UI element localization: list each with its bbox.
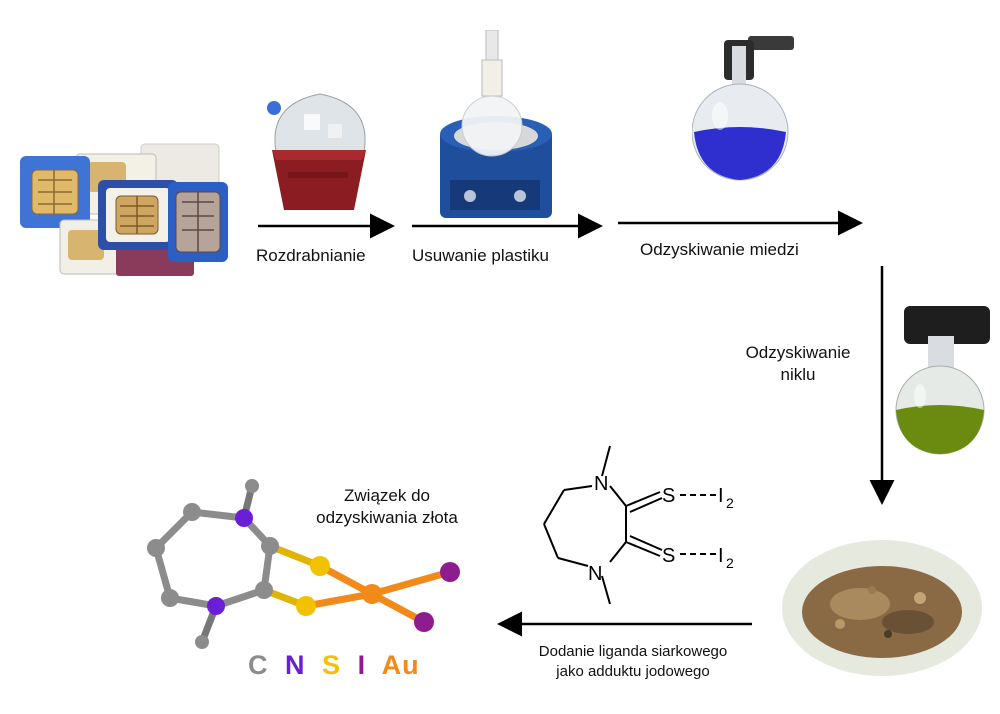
n-bottom-label: N [588,563,602,585]
sim-cards-photo [20,143,228,276]
compound-label: Związek do odzyskiwania złota [282,485,492,529]
step-label-ligand-line1: Dodanie liganda siarkowego [538,643,728,660]
i2-bottom-subscript: 2 [726,555,734,571]
legend-n: N [285,650,306,680]
n-top-label: N [594,473,608,495]
step-label-rozdrabnianie: Rozdrabnianie [256,246,366,265]
s-top-label: S [662,485,675,507]
step-label-niklu-line1: Odzyskiwanie [745,343,851,362]
step-label-usuwanie-plastiku: Usuwanie plastiku [412,246,550,265]
i2-bottom-label: I [718,545,724,567]
step-label-niklu-line2: niklu [780,365,816,384]
i2-top-label: I [718,485,724,507]
gold-complex-model [147,479,460,649]
ligand-structure: N N S S I 2 I 2 [543,445,734,605]
step-label-odzyskiwanie-niklu: Odzyskiwanie niklu [728,342,868,386]
s-bottom-label: S [662,545,675,567]
copper-flask-photo [692,36,794,181]
element-legend: C N S I Au [248,650,428,681]
legend-c: C [248,650,269,680]
heating-mantle-photo [440,30,552,218]
step-label-odzyskiwanie-miedzi: Odzyskiwanie miedzi [640,240,799,259]
i2-top-subscript: 2 [726,495,734,511]
legend-s: S [322,650,342,680]
legend-au: Au [381,650,420,680]
step-label-dodanie-liganda: Dodanie liganda siarkowego jako adduktu … [508,642,758,682]
legend-i: I [357,650,367,680]
nickel-flask-photo [895,306,990,455]
grinder-photo [267,93,366,210]
step-label-ligand-line2: jako adduktu jodowego [556,663,710,680]
powder-photo [782,540,982,676]
compound-label-line1: Związek do [344,486,430,505]
sim-card [20,143,228,276]
compound-label-line2: odzyskiwania złota [316,508,458,527]
